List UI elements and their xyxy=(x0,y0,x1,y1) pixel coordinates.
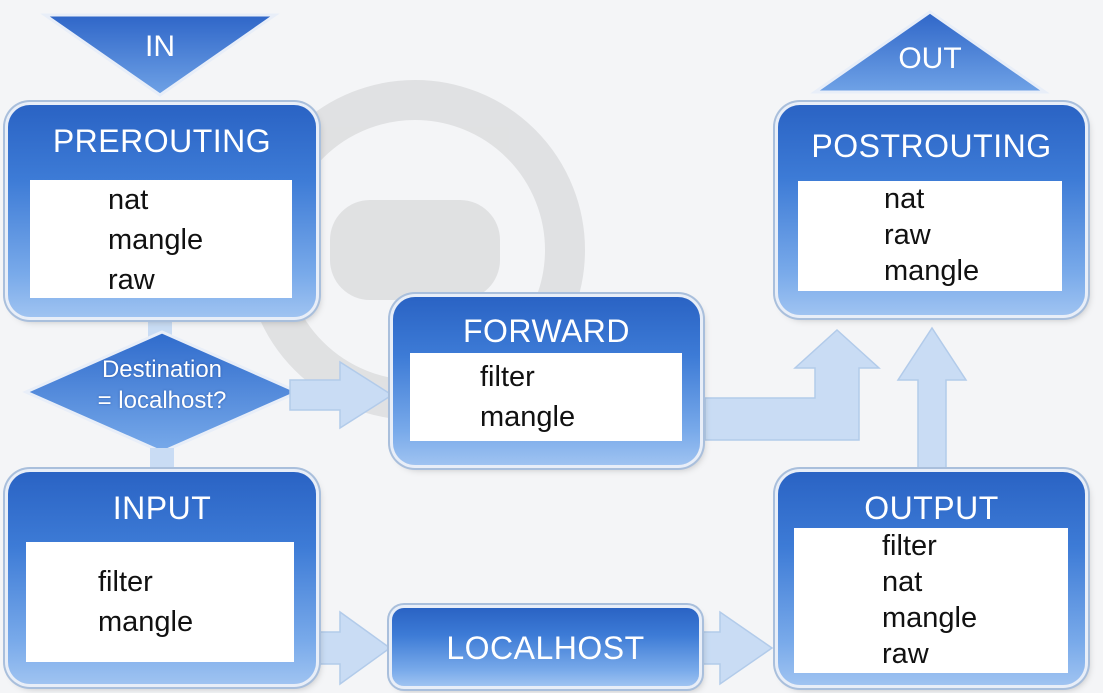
chain-title-localhost: LOCALHOST xyxy=(446,630,645,666)
chain-title-postrouting: POSTROUTING xyxy=(811,128,1052,164)
chain-output: OUTPUT filter nat mangle raw xyxy=(778,472,1085,685)
decision-label: Destination = localhost? xyxy=(62,354,262,416)
table-item: nat xyxy=(882,566,923,598)
table-list-output: filter nat mangle raw xyxy=(794,528,1068,673)
arrow-forward-to-postrouting xyxy=(704,328,881,441)
table-item: mangle xyxy=(480,401,576,433)
table-item: raw xyxy=(108,264,155,296)
table-list-input: filter mangle xyxy=(26,542,294,662)
arrow-decision-to-input xyxy=(150,448,174,470)
table-list-prerouting: nat mangle raw xyxy=(30,180,292,298)
chain-forward: FORWARD filter mangle xyxy=(393,297,700,465)
arrow-output-to-postrouting xyxy=(896,326,968,471)
arrow-localhost-to-output xyxy=(699,610,774,686)
arrow-decision-to-forward xyxy=(289,360,394,430)
table-item: raw xyxy=(884,219,931,251)
table-item: nat xyxy=(884,183,925,215)
chain-title-prerouting: PREROUTING xyxy=(52,123,272,159)
out-triangle xyxy=(810,10,1050,94)
chain-localhost: LOCALHOST xyxy=(392,608,699,686)
table-item: mangle xyxy=(98,606,194,638)
table-item: filter xyxy=(98,566,153,598)
chain-input: INPUT filter mangle xyxy=(8,472,316,684)
table-item: nat xyxy=(108,184,149,216)
chain-title-output: OUTPUT xyxy=(864,490,999,526)
chain-prerouting: PREROUTING nat mangle raw xyxy=(8,105,316,317)
table-list-forward: filter mangle xyxy=(410,353,682,441)
in-label: IN xyxy=(145,30,175,63)
table-item: filter xyxy=(480,361,535,393)
table-item: raw xyxy=(882,638,929,670)
chain-title-forward: FORWARD xyxy=(462,313,631,349)
table-item: mangle xyxy=(882,602,978,634)
table-list-postrouting: nat raw mangle xyxy=(798,181,1062,291)
out-label: OUT xyxy=(898,42,962,75)
table-item: mangle xyxy=(884,255,980,287)
table-item: mangle xyxy=(108,224,204,256)
arrow-input-to-localhost xyxy=(317,610,392,686)
in-triangle xyxy=(40,13,280,97)
chain-title-input: INPUT xyxy=(112,490,212,526)
table-item: filter xyxy=(882,530,937,562)
decision-line-1: Destination xyxy=(101,356,223,383)
chain-postrouting: POSTROUTING nat raw mangle xyxy=(778,105,1085,315)
decision-line-2: = localhost? xyxy=(97,387,227,414)
